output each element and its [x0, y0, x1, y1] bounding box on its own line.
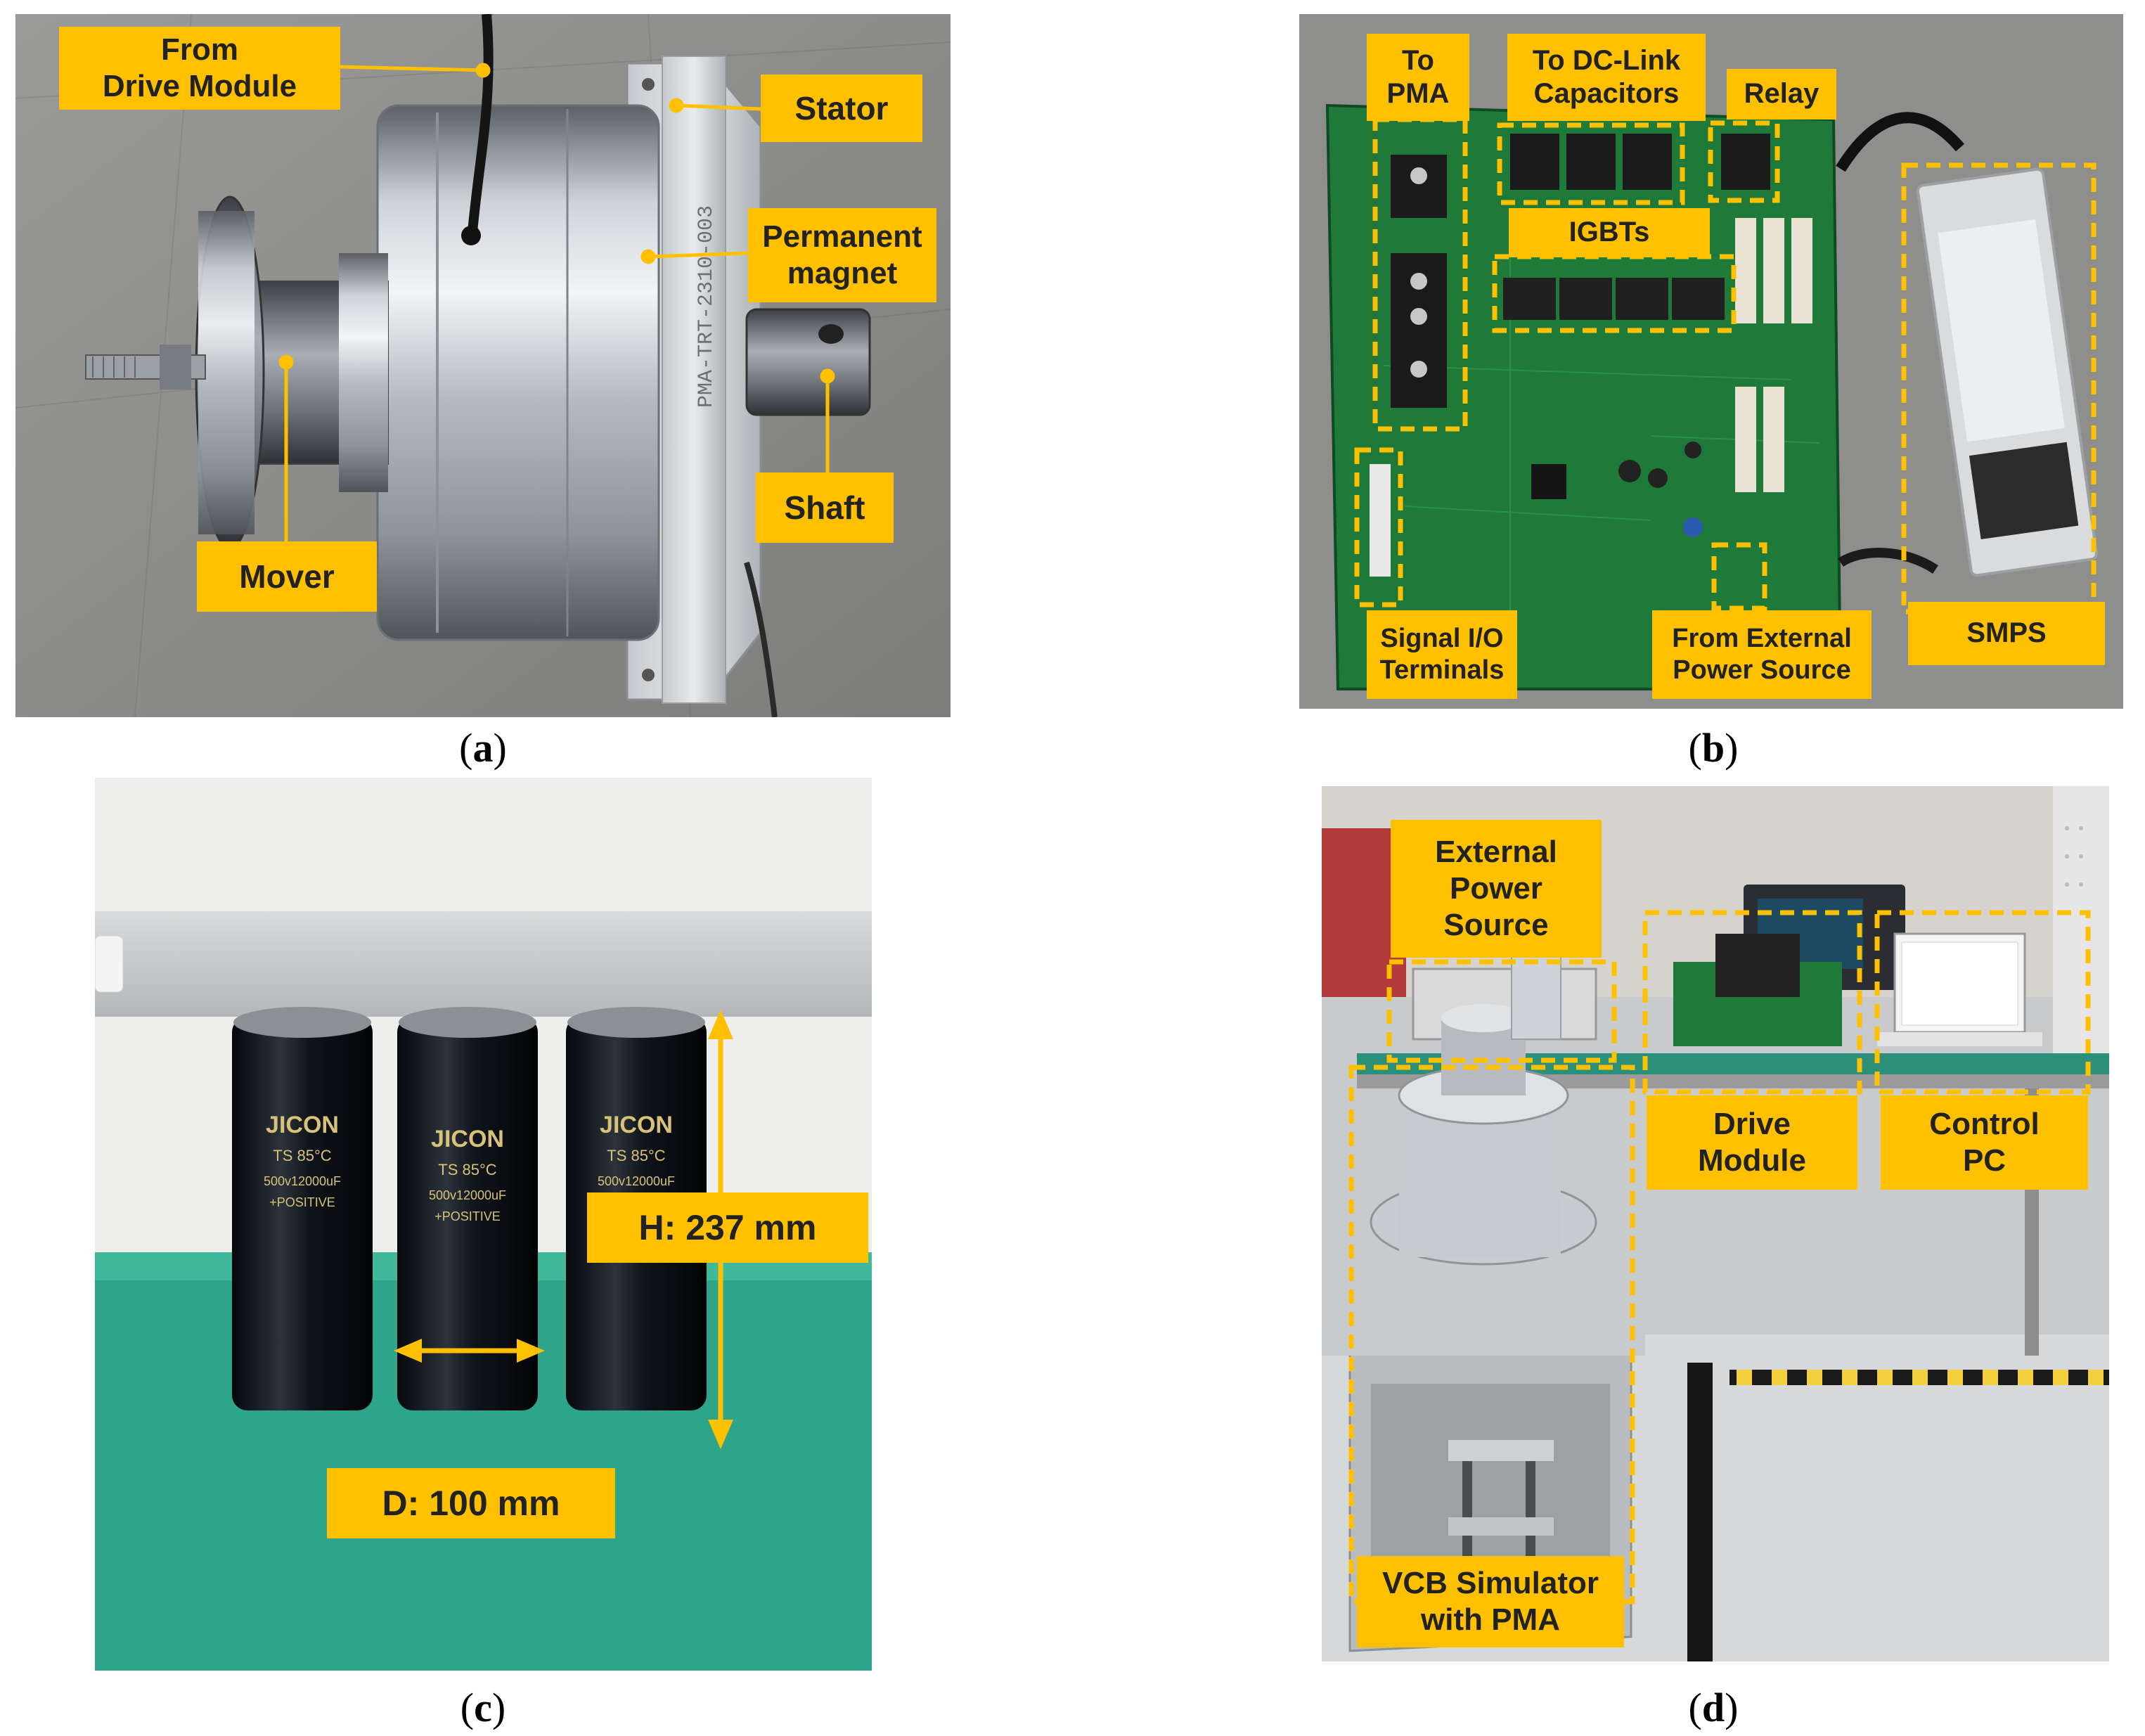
cap-line2-1: 500v12000uF [264, 1174, 341, 1188]
label-permanent-magnet: Permanent magnet [748, 208, 936, 302]
cap-line3-1: +POSITIVE [269, 1195, 335, 1209]
caption-c: (c) [460, 1685, 506, 1730]
label-from-drive-module: From Drive Module [59, 27, 340, 110]
label-drive-module: Drive Module [1647, 1095, 1857, 1190]
label-control-pc: Control PC [1881, 1095, 2088, 1190]
cap-line1-2: TS 85°C [438, 1161, 496, 1178]
label-to-dc-link: To DC-Link Capacitors [1507, 34, 1706, 121]
panel-d-photo: External Power Source Drive Module Contr… [1322, 786, 2109, 1661]
label-diameter: D: 100 mm [327, 1468, 615, 1538]
label-relay: Relay [1727, 69, 1836, 120]
cap-brand-2: JICON [431, 1126, 504, 1152]
cap-line2-3: 500v12000uF [598, 1174, 675, 1188]
cap-line3-2: +POSITIVE [434, 1209, 501, 1223]
cap-line1-1: TS 85°C [273, 1147, 331, 1164]
test-bench-photo [1322, 786, 2109, 1661]
caption-a: (a) [459, 725, 507, 771]
label-stator: Stator [761, 75, 922, 142]
panel-a-photo: PMA-TRT-2310-003 From Dri [15, 14, 951, 717]
label-signal-io: Signal I/O Terminals [1367, 610, 1517, 699]
label-mover: Mover [197, 541, 377, 612]
label-vcb-simulator: VCB Simulator with PMA [1357, 1556, 1624, 1647]
drive-module-board-photo [1299, 14, 2123, 709]
panel-c-photo: JICON TS 85°C 500v12000uF +POSITIVE JICO… [95, 778, 872, 1671]
label-height: H: 237 mm [587, 1192, 868, 1263]
label-external-power: External Power Source [1391, 820, 1602, 958]
label-to-pma: To PMA [1367, 34, 1469, 121]
cap-line2-2: 500v12000uF [429, 1188, 506, 1202]
label-smps: SMPS [1908, 602, 2105, 665]
caption-b: (b) [1688, 725, 1739, 771]
panel-b-photo: To PMA To DC-Link Capacitors Relay IGBTs… [1299, 14, 2123, 709]
cap-line1-3: TS 85°C [607, 1147, 665, 1164]
diameter-arrow [394, 1339, 545, 1363]
label-shaft: Shaft [756, 472, 894, 543]
stator-engraving: PMA-TRT-2310-003 [695, 205, 719, 408]
cap-brand-1: JICON [266, 1112, 339, 1138]
caption-d: (d) [1688, 1685, 1739, 1730]
label-igbts: IGBTs [1509, 208, 1710, 257]
label-from-external: From External Power Source [1652, 610, 1872, 699]
cap-brand-3: JICON [600, 1112, 673, 1138]
